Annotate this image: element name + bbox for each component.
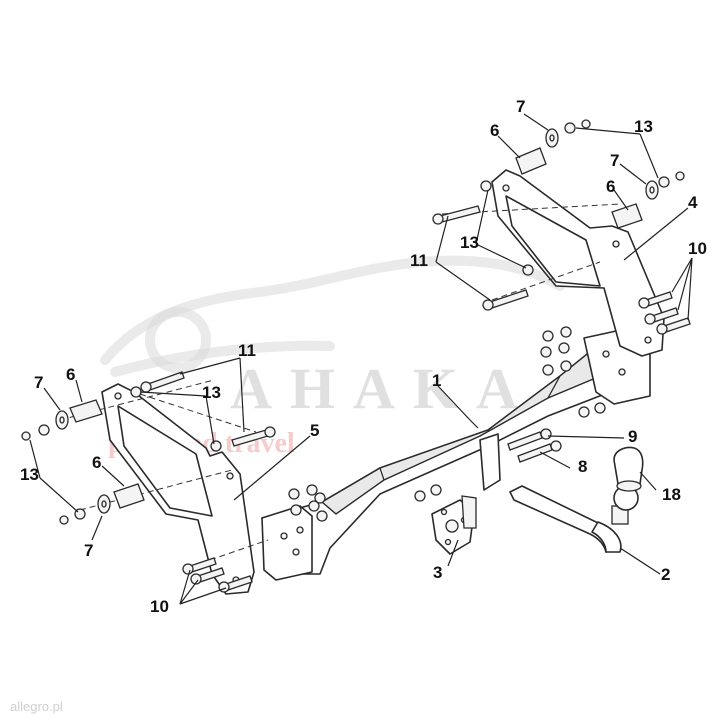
part-right-bracket [491,169,665,357]
part-small-washers-nuts [21,119,685,525]
part-socket-plate [431,495,477,555]
callout-11-right: 11 [410,251,428,270]
part-short-bolts [182,291,691,593]
part-tow-ball-neck [509,485,639,553]
callout-8: 8 [578,457,587,476]
callout-11-left: 11 [238,341,256,360]
callout-3: 3 [433,563,442,582]
callout-5: 5 [310,421,319,440]
part-large-washers [55,128,659,514]
callout-1: 1 [432,371,441,390]
callout-7-left: 7 [34,373,43,392]
callout-10-left: 10 [150,597,169,616]
callout-6-right: 6 [606,177,615,196]
callout-7-lower-left: 7 [84,541,93,560]
callout-13-right: 13 [460,233,479,252]
callout-6-lower-left: 6 [92,453,101,472]
callout-6-left: 6 [66,365,75,384]
part-left-bracket [101,383,255,595]
callout-2: 2 [661,565,670,584]
callout-13-left: 13 [202,383,221,402]
callout-18: 18 [662,485,681,504]
callout-4: 4 [688,193,698,212]
source-watermark: allegro.pl [10,699,63,714]
part-ball-cover [613,446,644,492]
part-main-crossbar [261,327,651,581]
alignment-lines [59,203,621,561]
part-spacer-tubes [69,147,643,509]
callout-7-right: 7 [610,151,619,170]
callout-9: 9 [628,427,637,446]
nut-clusters [288,326,606,522]
callout-13-upper-right: 13 [634,117,653,136]
part-long-bolts [140,205,529,447]
callout-6-upper-right: 6 [490,121,499,140]
watermark-wheel-icon [145,307,211,373]
callout-7-upper-right: 7 [516,97,525,116]
callout-labels: 1 2 3 4 5 6 6 6 6 7 7 7 7 8 9 10 10 11 1… [20,97,707,616]
callout-10-right: 10 [688,239,707,258]
watermark-brand: AHAKA [230,356,536,421]
callout-13-lower-left: 13 [20,465,39,484]
part-ball-bolts [479,428,562,491]
leader-lines [29,113,693,605]
